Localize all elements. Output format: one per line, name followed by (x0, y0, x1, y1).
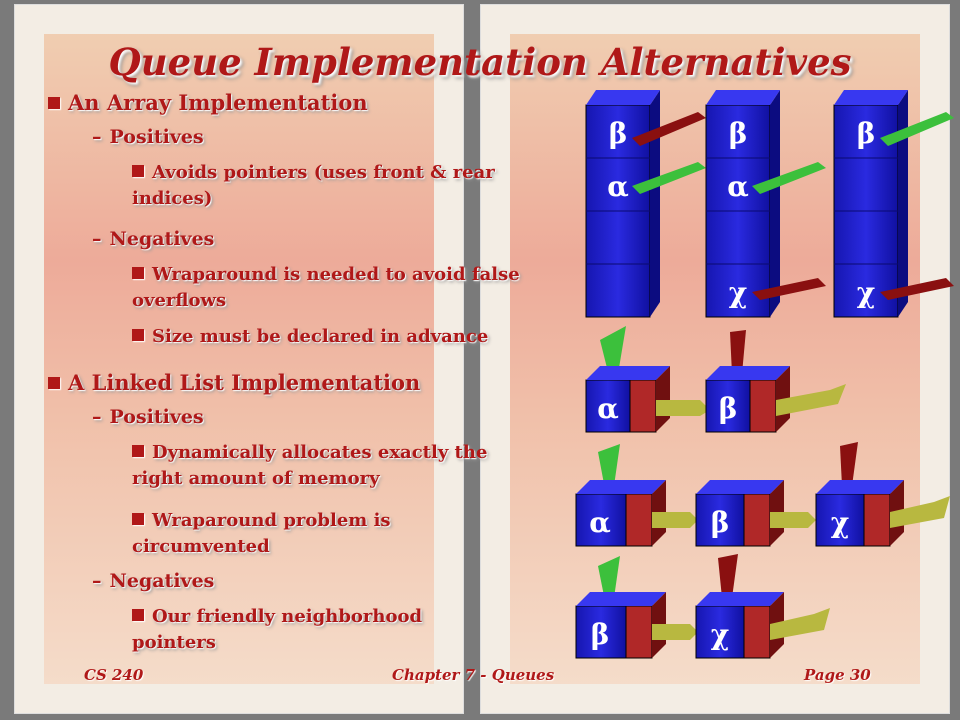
rear-arrow-icon (752, 278, 826, 300)
bullet-linked-positives: –Positives (92, 406, 204, 428)
node-data (585, 379, 631, 433)
node-alpha: α (597, 392, 619, 425)
array-queue-3: β χ (833, 90, 954, 318)
bullet-array-negatives: –Negatives (92, 228, 214, 250)
bullet-array-heading: An Array Implementation (48, 90, 368, 115)
array-queue-2: β α χ (705, 90, 826, 318)
link-arrow-icon (652, 624, 698, 640)
linked-heading-text: A Linked List Implementation (68, 370, 421, 395)
link-arrow-icon (656, 400, 710, 416)
front-arrow-icon (752, 162, 826, 194)
node-pointer (863, 493, 891, 547)
node-pointer (743, 605, 771, 659)
dash-icon: – (92, 570, 102, 592)
node-pointer (625, 493, 653, 547)
rear-arrow-icon (718, 554, 738, 598)
linked-positives-label: Positives (109, 406, 204, 428)
linked-queue-2: α β χ (575, 442, 950, 547)
rear-arrow-icon (840, 442, 858, 486)
front-arrow-icon (632, 162, 706, 194)
cell-alpha: α (607, 170, 629, 203)
array-heading-text: An Array Implementation (68, 90, 368, 115)
bullet-array-negative-2: Size must be declared in advance (132, 324, 572, 350)
bullet-linked-positive-2: Wraparound problem is circumvented (132, 508, 512, 560)
footer-chapter: Chapter 7 - Queues (392, 666, 555, 684)
rear-arrow-icon (632, 112, 706, 146)
linked-queue-3: β χ (575, 554, 830, 659)
null-link-icon (776, 384, 846, 416)
dash-icon: – (92, 126, 102, 148)
bullet-linked-positive-1: Dynamically allocates exactly the right … (132, 440, 532, 492)
dash-icon: – (92, 406, 102, 428)
node-data (695, 493, 745, 547)
linked-negatives-label: Negatives (109, 570, 215, 592)
node-pointer (629, 379, 657, 433)
array-positives-label: Positives (109, 126, 204, 148)
square-bullet-icon (132, 513, 144, 525)
linked-queue-1: α β (585, 326, 846, 433)
square-bullet-icon (132, 329, 144, 341)
link-arrow-icon (652, 512, 698, 528)
square-bullet-icon (48, 97, 60, 109)
linked-positive-1-text: Dynamically allocates exactly the right … (132, 442, 488, 489)
node-data (815, 493, 865, 547)
rear-arrow-icon (730, 330, 746, 374)
dash-icon: – (92, 228, 102, 250)
link-arrow-icon (770, 512, 816, 528)
slide-title: Queue Implementation Alternatives (108, 40, 852, 84)
node-pointer (743, 493, 771, 547)
null-link-icon (890, 496, 950, 528)
footer-course: CS 240 (84, 666, 144, 684)
cell-beta: β (609, 117, 628, 150)
array-block-side (650, 90, 660, 317)
rear-arrow-icon (880, 278, 954, 300)
cell-beta: β (729, 117, 748, 150)
node-data (575, 605, 627, 659)
linked-negative-1-text: Our friendly neighborhood pointers (132, 606, 423, 653)
square-bullet-icon (132, 445, 144, 457)
node-beta: β (711, 506, 730, 539)
node-beta: β (591, 618, 610, 651)
array-negative-2-text: Size must be declared in advance (152, 326, 489, 347)
bullet-linked-negatives: –Negatives (92, 570, 214, 592)
front-arrow-icon (598, 444, 620, 486)
bullet-array-positive-1: Avoids pointers (uses front & rear indic… (132, 160, 552, 212)
node-chi: χ (831, 506, 849, 539)
bullet-linked-heading: A Linked List Implementation (48, 370, 420, 395)
bullet-array-negative-1: Wraparound is needed to avoid false over… (132, 262, 552, 314)
cell-beta: β (857, 117, 876, 150)
background-stamp-left (14, 4, 464, 714)
array-block-top (586, 90, 660, 105)
stamp-portrait-left (44, 34, 434, 684)
bullet-array-positives: –Positives (92, 126, 204, 148)
array-negative-1-text: Wraparound is needed to avoid false over… (132, 264, 520, 311)
square-bullet-icon (132, 165, 144, 177)
node-chi: χ (711, 618, 729, 651)
square-bullet-icon (132, 609, 144, 621)
front-arrow-icon (880, 112, 954, 146)
footer-page: Page 30 (804, 666, 871, 684)
array-negatives-label: Negatives (109, 228, 215, 250)
cell-alpha: α (727, 170, 749, 203)
bullet-linked-negative-1: Our friendly neighborhood pointers (132, 604, 512, 656)
array-positive-1-text: Avoids pointers (uses front & rear indic… (132, 162, 495, 209)
node-alpha: α (589, 506, 611, 539)
square-bullet-icon (132, 267, 144, 279)
square-bullet-icon (48, 377, 60, 389)
node-beta: β (719, 392, 738, 425)
front-arrow-icon (598, 556, 620, 598)
node-data (705, 379, 751, 433)
null-link-icon (770, 608, 830, 640)
cell-chi: χ (857, 276, 875, 309)
cell-chi: χ (729, 276, 747, 309)
front-arrow-icon (600, 326, 626, 374)
node-pointer (749, 379, 777, 433)
linked-positive-2-text: Wraparound problem is circumvented (132, 510, 391, 557)
array-queue-1: β α (585, 90, 706, 318)
node-pointer (625, 605, 653, 659)
